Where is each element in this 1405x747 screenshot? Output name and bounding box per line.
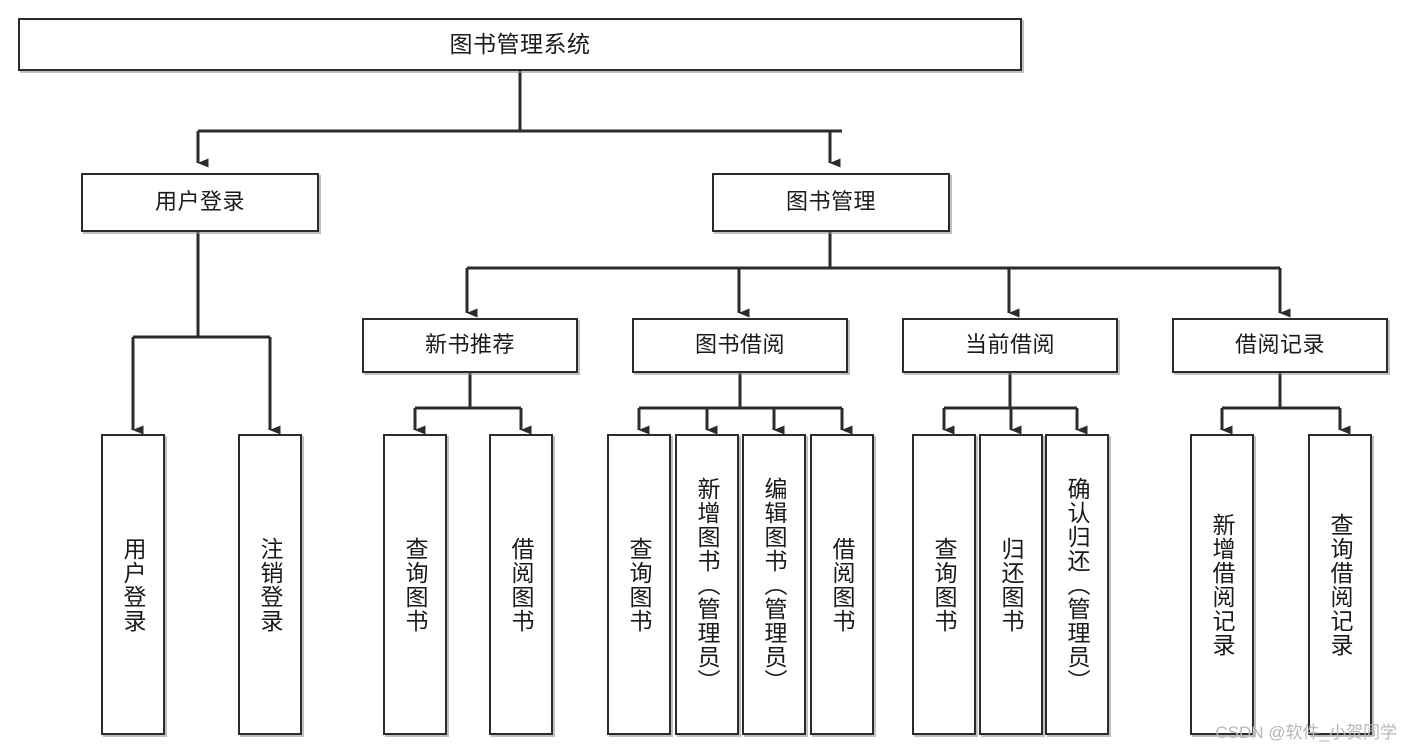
node-book-borrow[interactable]: 图书借阅 [632, 318, 848, 373]
leaf-user-login-logout[interactable]: 注销登录 [238, 434, 302, 735]
leaf-book-borrow-borrow[interactable]: 借阅图书 [810, 434, 874, 735]
leaf-current-borrow-return-label: 归还图书 [998, 536, 1025, 633]
leaf-book-borrow-query-label: 查询图书 [626, 536, 653, 633]
leaf-user-login-login-label: 用户登录 [120, 536, 147, 633]
node-root[interactable]: 图书管理系统 [18, 18, 1022, 71]
leaf-current-borrow-query-label: 查询图书 [931, 536, 958, 633]
leaf-borrow-record-query-label: 查询借阅记录 [1327, 512, 1354, 657]
leaf-new-book-borrow-label: 借阅图书 [508, 536, 535, 633]
node-new-book-recommend-label: 新书推荐 [424, 332, 515, 358]
leaf-book-borrow-borrow-label: 借阅图书 [829, 536, 856, 633]
leaf-borrow-record-query[interactable]: 查询借阅记录 [1308, 434, 1372, 735]
leaf-current-borrow-confirm-return-label: 确认归还（管理员） [1064, 476, 1091, 693]
node-root-label: 图书管理系统 [449, 30, 591, 57]
leaf-book-borrow-add-label: 新增图书（管理员） [694, 476, 721, 693]
leaf-book-borrow-add[interactable]: 新增图书（管理员） [675, 434, 739, 735]
leaf-book-borrow-query[interactable]: 查询图书 [607, 434, 671, 735]
node-user-login[interactable]: 用户登录 [81, 173, 319, 232]
node-current-borrow[interactable]: 当前借阅 [902, 318, 1118, 373]
node-current-borrow-label: 当前借阅 [964, 332, 1055, 358]
csdn-watermark: CSDN @软件_小贺同学 [1215, 723, 1397, 742]
leaf-new-book-borrow[interactable]: 借阅图书 [489, 434, 553, 735]
leaf-book-borrow-edit[interactable]: 编辑图书（管理员） [742, 434, 806, 735]
leaf-book-borrow-edit-label: 编辑图书（管理员） [761, 476, 788, 693]
leaf-borrow-record-add[interactable]: 新增借阅记录 [1190, 434, 1254, 735]
leaf-user-login-logout-label: 注销登录 [257, 536, 284, 633]
leaf-new-book-query-label: 查询图书 [402, 536, 429, 633]
node-book-management[interactable]: 图书管理 [712, 173, 950, 232]
leaf-user-login-login[interactable]: 用户登录 [101, 434, 165, 735]
leaf-current-borrow-return[interactable]: 归还图书 [979, 434, 1043, 735]
node-borrow-record-label: 借阅记录 [1234, 332, 1325, 358]
node-book-management-label: 图书管理 [785, 189, 876, 215]
leaf-current-borrow-query[interactable]: 查询图书 [912, 434, 976, 735]
node-user-login-label: 用户登录 [154, 189, 245, 215]
leaf-current-borrow-confirm-return[interactable]: 确认归还（管理员） [1045, 434, 1109, 735]
leaf-borrow-record-add-label: 新增借阅记录 [1209, 512, 1236, 657]
leaf-new-book-query[interactable]: 查询图书 [383, 434, 447, 735]
node-borrow-record[interactable]: 借阅记录 [1172, 318, 1388, 373]
node-book-borrow-label: 图书借阅 [694, 332, 785, 358]
node-new-book-recommend[interactable]: 新书推荐 [362, 318, 578, 373]
